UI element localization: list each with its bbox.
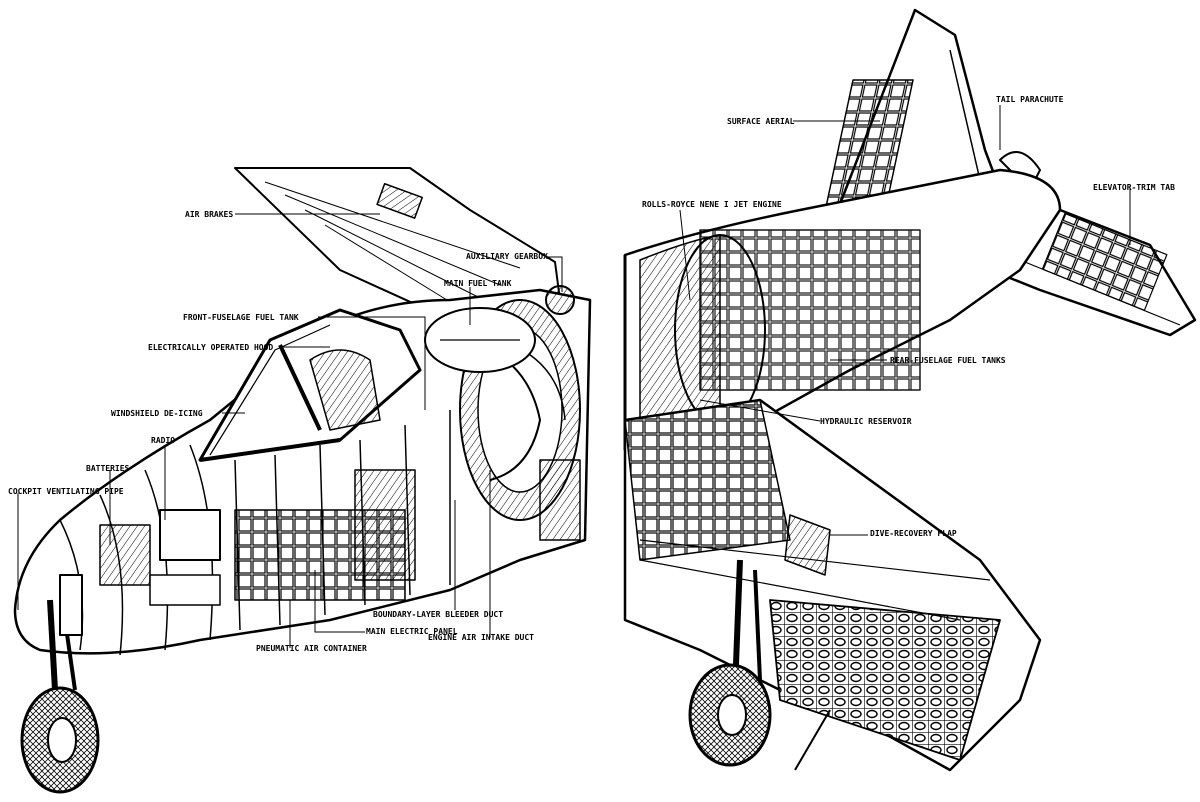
leader-lines [17,105,1131,648]
rear-fuselage-drawing [623,8,1197,772]
label-engine-air-intake-duct: ENGINE AIR INTAKE DUCT [428,633,534,642]
label-rear-fuselage-fuel-tanks: REAR-FUSELAGE FUEL TANKS [890,356,1006,365]
label-main-fuel-tank: MAIN FUEL TANK [444,279,512,288]
label-main-electric-panel: MAIN ELECTRIC PANEL [366,627,458,636]
label-batteries: BATTERIES [86,464,130,473]
label-hydraulic-reservoir: HYDRAULIC RESERVOIR [820,417,912,426]
label-windshield-de-icing: WINDSHIELD DE-ICING [111,409,203,418]
label-radio: RADIO [151,436,175,445]
label-air-brakes: AIR BRAKES [185,210,233,219]
label-rolls-royce-nene-jet-engine: ROLLS-ROYCE NENE I JET ENGINE [642,200,782,209]
label-front-fuselage-fuel-tank: FRONT-FUSELAGE FUEL TANK [183,313,299,322]
callout-labels: AIR BRAKES AUXILIARY GEARBOX MAIN FUEL T… [8,95,1175,653]
label-cockpit-ventilating-pipe: COCKPIT VENTILATING PIPE [8,487,124,496]
label-surface-aerial: SURFACE AERIAL [727,117,795,126]
label-tail-parachute: TAIL PARACHUTE [996,95,1064,104]
label-dive-recovery-flap: DIVE-RECOVERY FLAP [870,529,957,538]
label-pneumatic-air-container: PNEUMATIC AIR CONTAINER [256,644,367,653]
label-auxiliary-gearbox: AUXILIARY GEARBOX [466,252,548,261]
label-electrically-operated-hood: ELECTRICALLY OPERATED HOOD [148,343,273,352]
label-elevator-trim-tab: ELEVATOR-TRIM TAB [1093,183,1175,192]
label-boundary-layer-bleeder-duct: BOUNDARY-LAYER BLEEDER DUCT [373,610,503,619]
forward-fuselage-drawing [13,167,592,794]
